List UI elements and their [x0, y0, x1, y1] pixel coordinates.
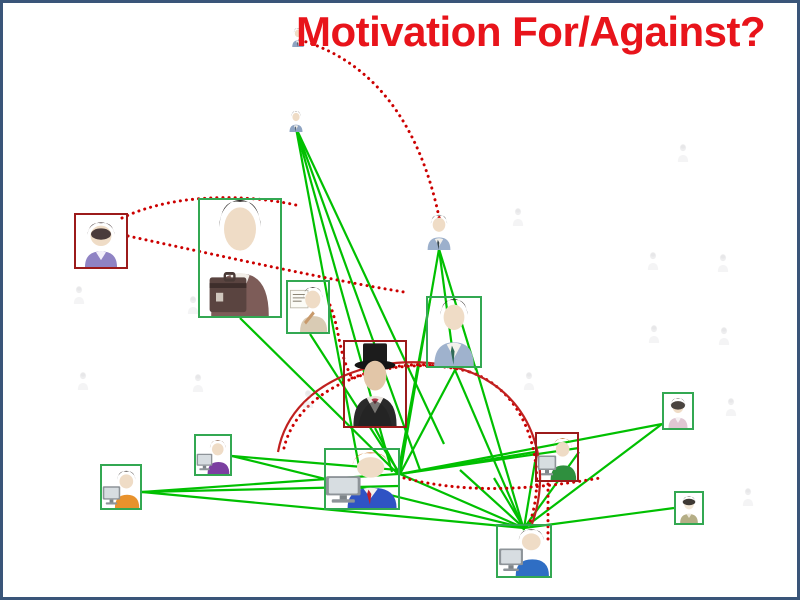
woman-right-lower[interactable] [674, 491, 704, 525]
positive-edge [474, 367, 526, 531]
positive-edge [295, 127, 445, 445]
ghost-figure [740, 486, 756, 506]
user-orange-at-computer[interactable] [100, 464, 142, 510]
ghost-figure [300, 388, 316, 408]
ghost-icon [675, 142, 691, 162]
top-hat-gentleman-opposed[interactable] [343, 340, 407, 428]
negative-edge [468, 370, 539, 524]
ghost-figure [716, 325, 732, 345]
positive-edge [523, 423, 663, 529]
ghost-icon [190, 372, 206, 392]
ghost-icon [716, 325, 732, 345]
ghost-figure [510, 206, 526, 226]
ghost-icon [185, 294, 201, 314]
ghost-icon [510, 206, 526, 226]
pc-green-icon [537, 434, 577, 480]
figure-upper-right[interactable] [424, 214, 454, 250]
businessman-briefcase[interactable] [198, 198, 282, 318]
small-figure-top[interactable] [287, 110, 305, 132]
positive-edge [399, 369, 456, 475]
hub-user-blue-suit[interactable] [324, 448, 400, 510]
positive-edge [309, 333, 401, 475]
negative-edge [298, 38, 442, 224]
positive-edge [399, 446, 580, 476]
presenter-icon [288, 282, 328, 332]
user-purple-at-computer[interactable] [194, 434, 232, 476]
ghost-icon [521, 370, 537, 390]
suit-dark-icon [424, 214, 454, 250]
woman-right-upper[interactable] [662, 392, 694, 430]
negative-edge [126, 234, 406, 294]
ghost-icon [300, 388, 316, 408]
pc-purple-icon [196, 436, 230, 474]
positive-edge [522, 461, 537, 529]
ghost-figure [521, 370, 537, 390]
ghost-figure [75, 370, 91, 390]
suit-blue-icon [287, 110, 305, 132]
woman-purple-opposed[interactable] [74, 213, 128, 269]
ghost-icon [715, 252, 731, 272]
pc-blue-icon [498, 526, 550, 576]
ghost-icon [75, 370, 91, 390]
positive-edge [459, 469, 525, 529]
suit-blue-icon [290, 27, 306, 47]
woman-olive-icon [676, 493, 702, 523]
ghost-figure [723, 396, 739, 416]
ghost-figure [646, 323, 662, 343]
ghost-icon [71, 284, 87, 304]
negative-edge [120, 196, 302, 220]
tiny-figure-behind-title[interactable] [290, 27, 306, 47]
executive-teal-tie[interactable] [426, 296, 482, 368]
hub-user-bottom[interactable] [496, 524, 552, 578]
ghost-icon [646, 323, 662, 343]
pc-blue-tie-icon [326, 450, 398, 508]
woman-pink-icon [664, 394, 692, 428]
positive-edges [141, 127, 675, 531]
ghost-figure [71, 284, 87, 304]
positive-edge [374, 427, 399, 473]
ghost-icon [645, 250, 661, 270]
positive-edge [399, 422, 663, 476]
ghost-figure [645, 250, 661, 270]
tophat-man-icon [345, 342, 405, 426]
presenter-with-chart[interactable] [286, 280, 330, 334]
suit-teal-icon [428, 298, 480, 366]
negative-edge [328, 303, 354, 380]
positive-edge [396, 299, 432, 475]
ghost-figure [675, 142, 691, 162]
ghost-icon [740, 486, 756, 506]
ghost-figure [190, 372, 206, 392]
positive-edge [294, 127, 422, 471]
positive-edge [453, 369, 526, 531]
positive-edge [399, 472, 525, 530]
ghost-icon [723, 396, 739, 416]
positive-edge [141, 490, 525, 530]
ghost-figure [715, 252, 731, 272]
negative-edge [282, 364, 472, 450]
pc-orange-icon [102, 466, 140, 508]
ghost-figure [185, 294, 201, 314]
briefcase-man-icon [200, 200, 280, 316]
woman-purple-icon [76, 215, 126, 267]
page-title: Motivation For/Against? [296, 8, 766, 55]
negative-edges [120, 38, 602, 542]
user-green-shirt-opposed[interactable] [535, 432, 579, 482]
positive-edge [493, 477, 525, 529]
